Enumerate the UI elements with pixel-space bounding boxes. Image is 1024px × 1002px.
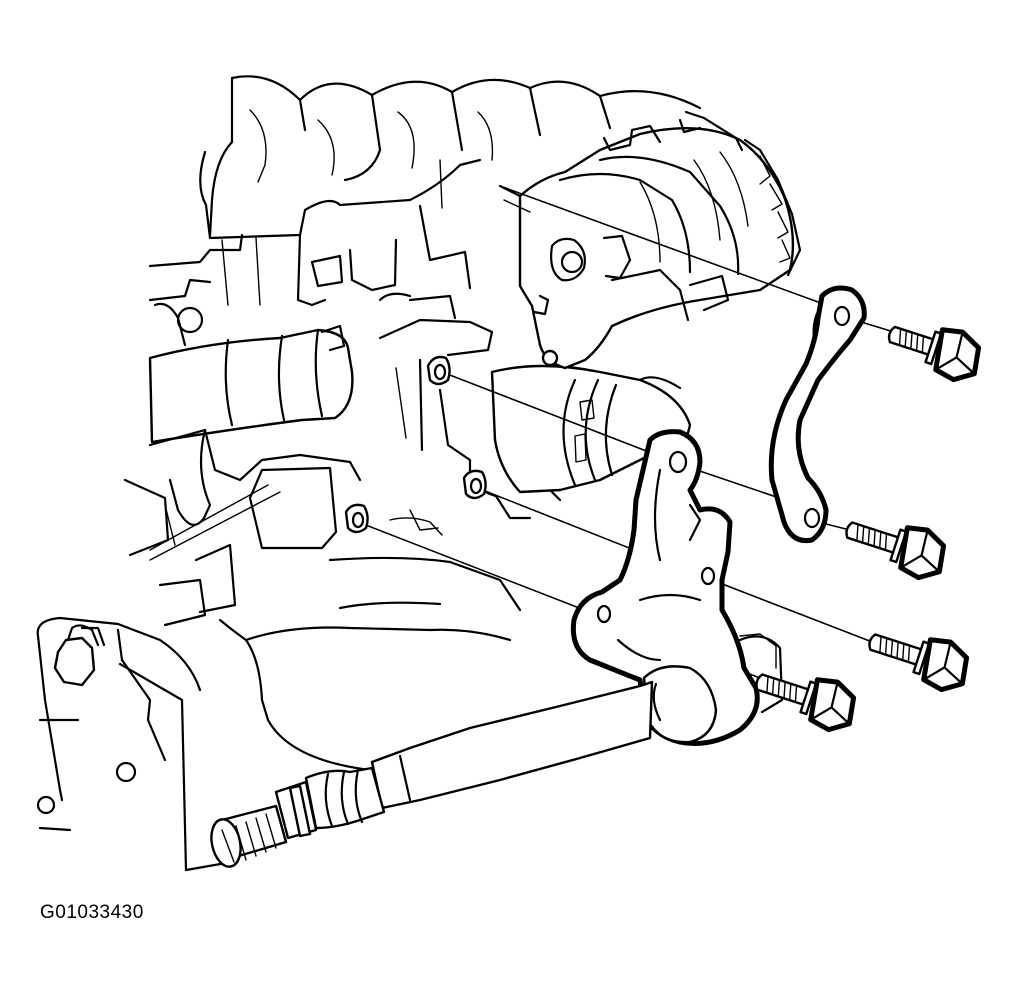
intermediate-shaft-bracket — [570, 429, 784, 746]
intermediate-shaft — [210, 680, 654, 868]
engine-block-background — [36, 75, 802, 872]
bolt-bracket-upper — [868, 633, 970, 693]
leader-line-2 — [441, 371, 681, 465]
leader-line-4b — [711, 579, 881, 646]
support-brace — [768, 285, 867, 544]
bolt-lower-brace — [845, 521, 947, 581]
leader-line-5 — [357, 521, 606, 619]
bolt-upper-brace — [887, 325, 982, 383]
figure-id-caption: G01033430 — [40, 902, 144, 923]
leader-line-1 — [499, 185, 841, 311]
engine-mount-holes — [344, 355, 487, 534]
bolt-bracket-lower — [755, 673, 857, 733]
